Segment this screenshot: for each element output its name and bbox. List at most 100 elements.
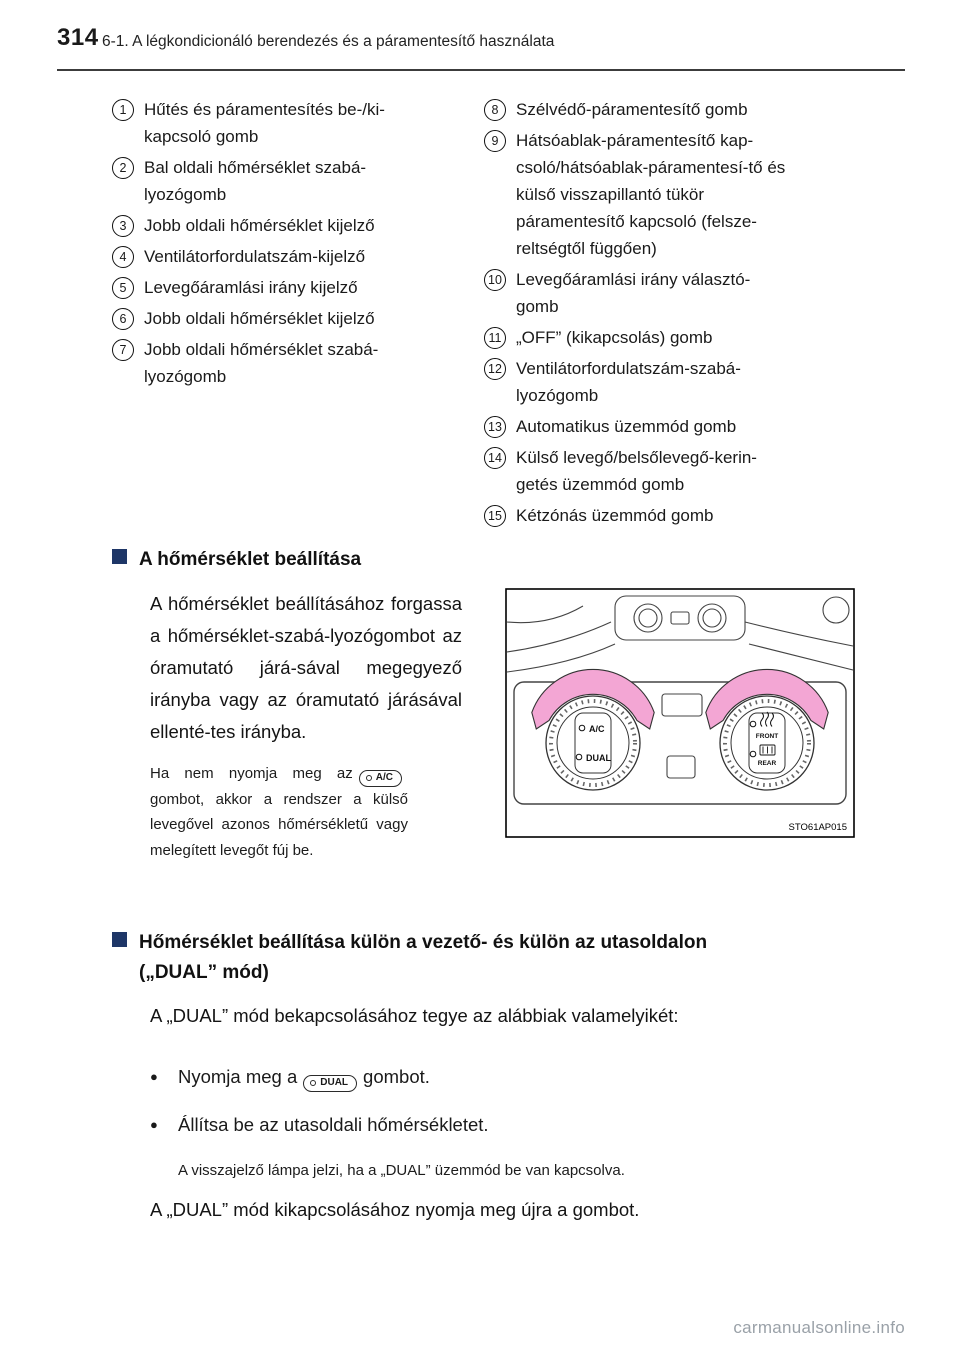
ac-button-label: A/C <box>375 772 393 783</box>
legend-item-text: Levegőáramlási irány kijelző <box>144 278 358 297</box>
ac-knob-label: A/C <box>589 724 605 734</box>
legend-item-number: 2 <box>112 157 134 179</box>
legend-item: 1 Hűtés és páramentesítés be-/ki-kapcsol… <box>112 96 484 150</box>
legend-item: 7 Jobb oldali hőmérséklet szabá-lyozógom… <box>112 336 484 390</box>
indicator-dot-icon <box>575 753 583 761</box>
legend-column-right: 8 Szélvédő-páramentesítő gomb 9 Hátsóabl… <box>484 96 905 533</box>
section-heading-temperature: A hőmérséklet beállítása <box>112 545 361 575</box>
legend-item-text: Ventilátorfordulatszám-kijelző <box>144 247 366 266</box>
legend-item: 8 Szélvédő-páramentesítő gomb <box>484 96 905 123</box>
legend-item-number: 6 <box>112 308 134 330</box>
indicator-dot-icon <box>578 724 586 732</box>
dual-button-icon: DUAL <box>303 1074 358 1092</box>
legend-item-text: Külső levegő/belsőlevegő-kerin-getés üze… <box>516 448 757 494</box>
legend-item-number: 12 <box>484 358 506 380</box>
bullet-text-before: Nyomja meg a <box>178 1066 298 1087</box>
legend-item-number: 1 <box>112 99 134 121</box>
legend-item-text: Hűtés és páramentesítés be-/ki-kapcsoló … <box>144 100 385 146</box>
legend-item-number: 15 <box>484 505 506 527</box>
indicator-dot-icon <box>365 775 372 781</box>
watermark: carmanualsonline.info <box>733 1318 905 1337</box>
legend: 1 Hűtés és páramentesítés be-/ki-kapcsol… <box>112 96 905 533</box>
chapter-title: 6-1. A légkondicionáló berendezés és a p… <box>102 33 555 50</box>
bullet-icon: ● <box>150 1069 158 1084</box>
section-heading-text: A hőmérséklet beállítása <box>139 549 362 570</box>
legend-item: 15 Kétzónás üzemmód gomb <box>484 502 905 529</box>
legend-item: 11 „OFF” (kikapcsolás) gomb <box>484 324 905 351</box>
body-paragraph: A „DUAL” mód kikapcsolásához nyomja meg … <box>150 1198 640 1220</box>
heading-line: („DUAL” mód) <box>139 962 269 983</box>
dual-button-label: DUAL <box>320 1077 349 1088</box>
left-knob-labels: A/C DUAL <box>575 724 611 763</box>
panel-button <box>666 755 696 779</box>
right-mode-knob <box>718 694 816 792</box>
legend-item: 4 Ventilátorfordulatszám-kijelző <box>112 243 484 270</box>
legend-item: 13 Automatikus üzemmód gomb <box>484 413 905 440</box>
legend-item: 5 Levegőáramlási irány kijelző <box>112 274 484 301</box>
legend-item-number: 11 <box>484 327 506 349</box>
note-paragraph: Ha nem nyomja meg az A/C gombot, akkor a r… <box>150 761 408 863</box>
note-text-after: gombot, akkor a rendszer a külső levegőv… <box>150 790 408 859</box>
ac-button-icon: A/C <box>358 769 402 787</box>
legend-item-text: Jobb oldali hőmérséklet szabá-lyozógomb <box>144 340 379 386</box>
page-number: 314 <box>57 24 99 51</box>
section-marker-icon <box>112 549 127 564</box>
section-heading-text: Hőmérséklet beállítása külön a vezető- é… <box>139 928 707 988</box>
left-vent-icon <box>633 603 663 633</box>
legend-item-number: 4 <box>112 246 134 268</box>
legend-column-left: 1 Hűtés és páramentesítés be-/ki-kapcsol… <box>112 96 484 533</box>
legend-item: 10 Levegőáramlási irány választó-gomb <box>484 266 905 320</box>
windshield-defrost-icon <box>760 711 774 727</box>
header-rule <box>57 69 905 71</box>
heading-line: Hőmérséklet beállítása külön a vezető- é… <box>139 932 708 953</box>
left-temperature-knob <box>544 694 642 792</box>
note-text-before: Ha nem nyomja meg az <box>150 765 353 782</box>
right-knob-labels: FRONT REAR <box>749 711 778 767</box>
rear-label: REAR <box>758 760 777 767</box>
legend-item-number: 3 <box>112 215 134 237</box>
legend-item-text: Szélvédő-páramentesítő gomb <box>516 100 748 119</box>
note-paragraph: A visszajelző lámpa jelzi, ha a „DUAL” ü… <box>178 1162 625 1179</box>
bullet-icon: ● <box>150 1117 158 1132</box>
bullet-text-after: gombot. <box>363 1066 430 1087</box>
rear-defrost-icon <box>759 744 776 756</box>
bullet-item: ● Állítsa be az utasoldali hőmérsékletet… <box>150 1110 905 1140</box>
bullet-item: ● Nyomja meg a DUAL gombot. <box>150 1062 905 1092</box>
climate-control-illustration: A/C DUAL FRONT REAR STO61AP01 <box>505 588 855 838</box>
legend-item-text: „OFF” (kikapcsolás) gomb <box>516 328 713 347</box>
indicator-dot-icon <box>749 750 757 758</box>
figure-code-label: STO61AP015 <box>789 822 847 833</box>
legend-item: 3 Jobb oldali hőmérséklet kijelző <box>112 212 484 239</box>
legend-item: 12 Ventilátorfordulatszám-szabá-lyozógom… <box>484 355 905 409</box>
legend-item-number: 9 <box>484 130 506 152</box>
legend-item-number: 10 <box>484 269 506 291</box>
legend-item-text: Jobb oldali hőmérséklet kijelző <box>144 216 375 235</box>
panel-display <box>661 693 703 717</box>
legend-item: 9 Hátsóablak-páramentesítő kap-csoló/hát… <box>484 127 905 262</box>
body-paragraph: A „DUAL” mód bekapcsolásához tegye az al… <box>150 1005 679 1026</box>
indicator-dot-icon <box>749 720 757 728</box>
temperature-text-column: A hőmérséklet beállításához forgassa a h… <box>150 588 462 863</box>
legend-item-text: Automatikus üzemmód gomb <box>516 417 737 436</box>
bullet-text: Állítsa be az utasoldali hőmérsékletet. <box>178 1114 489 1135</box>
legend-item-number: 5 <box>112 277 134 299</box>
legend-item-text: Bal oldali hőmérséklet szabá-lyozógomb <box>144 158 367 204</box>
indicator-dot-icon <box>310 1080 317 1086</box>
legend-item-text: Jobb oldali hőmérséklet kijelző <box>144 309 375 328</box>
bullet-text: Nyomja meg a DUAL gombot. <box>178 1062 430 1092</box>
dual-knob-label: DUAL <box>586 753 611 763</box>
legend-item: 6 Jobb oldali hőmérséklet kijelző <box>112 305 484 332</box>
front-label: FRONT <box>756 733 778 740</box>
legend-item: 14 Külső levegő/belsőlevegő-kerin-getés … <box>484 444 905 498</box>
legend-item-number: 13 <box>484 416 506 438</box>
legend-item-number: 7 <box>112 339 134 361</box>
legend-item-text: Ventilátorfordulatszám-szabá-lyozógomb <box>516 359 741 405</box>
legend-item: 2 Bal oldali hőmérséklet szabá-lyozógomb <box>112 154 484 208</box>
legend-item-text: Hátsóablak-páramentesítő kap-csoló/hátsó… <box>516 131 786 258</box>
climate-panel <box>513 681 847 805</box>
side-vent-icon <box>822 596 850 624</box>
section-heading-dual: Hőmérséklet beállítása külön a vezető- é… <box>112 928 707 988</box>
body-paragraph: A hőmérséklet beállításához forgassa a h… <box>150 593 462 742</box>
legend-item-number: 14 <box>484 447 506 469</box>
